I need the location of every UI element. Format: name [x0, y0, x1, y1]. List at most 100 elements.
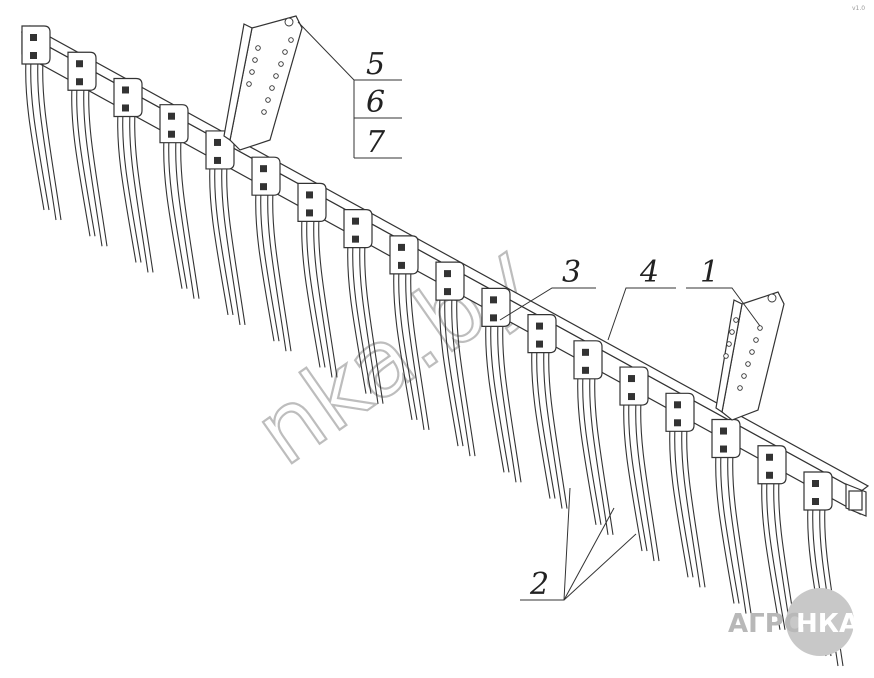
tine-edge: [88, 86, 108, 247]
callout-group-5-6-7: 5 6 7: [297, 21, 402, 160]
svg-text:3: 3: [562, 255, 581, 290]
tine-bracket: [619, 366, 649, 406]
bolt-nut: [76, 60, 83, 68]
tine-edge: [444, 296, 464, 447]
callout-6: 6: [366, 85, 385, 120]
bolt-nut: [168, 112, 175, 120]
tine-bracket: [159, 104, 189, 144]
tine-edge: [732, 453, 752, 614]
bolt-nut: [444, 288, 451, 296]
tine-edge: [674, 427, 694, 578]
bolt-nut: [582, 366, 589, 374]
tine-edge: [122, 112, 142, 263]
bolt-nut: [720, 427, 727, 435]
bolt-nut: [398, 243, 405, 251]
tine: [393, 269, 413, 420]
tine-edge: [548, 348, 568, 509]
tine-edge: [42, 59, 62, 221]
tine: [761, 479, 781, 630]
bolt-nut: [536, 340, 543, 348]
tine: [163, 138, 183, 289]
bolt-nut: [674, 419, 681, 427]
tine: [485, 322, 505, 473]
callout-2: 2: [520, 487, 637, 602]
tine-edge: [398, 269, 418, 420]
svg-text:1: 1: [700, 255, 719, 290]
tine-bracket: [803, 471, 833, 511]
tine-edge: [410, 269, 430, 430]
tine-edge: [214, 164, 234, 316]
tine-edge: [490, 322, 510, 473]
tine: [715, 453, 735, 604]
tine-edge: [766, 479, 786, 630]
tine: [531, 348, 551, 499]
tine: [439, 296, 459, 447]
tine-bracket: [21, 25, 51, 65]
tine: [623, 401, 643, 552]
bolt-nut: [812, 480, 819, 487]
callout-3: 3: [499, 255, 596, 321]
tine: [221, 164, 241, 326]
svg-text:4: 4: [639, 255, 659, 290]
tine-edge: [594, 374, 614, 535]
tine-edge: [536, 348, 556, 499]
bolt-nut: [214, 138, 221, 146]
tine: [405, 269, 425, 430]
tine-edge: [76, 86, 96, 237]
bolt-nut: [306, 209, 313, 217]
bolt-nut: [628, 393, 635, 401]
tine-edge: [272, 191, 292, 352]
bolt-nut: [122, 104, 129, 112]
bolt-nut: [628, 375, 635, 383]
tine-edge: [502, 322, 522, 483]
tine: [313, 217, 333, 378]
tine: [543, 348, 563, 509]
tine-edge: [628, 401, 648, 552]
tine-edge: [306, 217, 326, 368]
tine-bracket: [481, 287, 511, 327]
tine-edge: [226, 164, 246, 326]
bolt-nut: [720, 445, 727, 453]
tine-edge: [30, 59, 50, 211]
tine-bracket: [67, 51, 97, 91]
bolt-nut: [352, 217, 359, 225]
bolt-nut: [674, 401, 681, 409]
tine-bracket: [757, 445, 787, 485]
tine-edge: [456, 296, 476, 457]
callout-4: 4: [607, 255, 676, 341]
bolt-nut: [76, 78, 83, 86]
tine-edge: [582, 374, 602, 525]
callout-7: 7: [366, 125, 386, 160]
bolt-nut: [536, 322, 543, 330]
tine: [25, 59, 45, 211]
tine-bracket: [343, 209, 373, 249]
callout-5: 5: [366, 47, 385, 82]
tine-bracket: [297, 182, 327, 223]
brand-logo-right: НКА: [796, 609, 859, 639]
bolt-nut: [812, 498, 819, 505]
tine-bracket: [389, 235, 419, 275]
tine-bracket: [573, 340, 603, 380]
mounting-plate-right: [715, 291, 785, 421]
tine-edge: [260, 191, 280, 342]
tine: [129, 112, 149, 273]
bolt-nut: [122, 86, 129, 94]
callout-1: 1: [686, 255, 761, 327]
tine-bracket: [665, 392, 695, 432]
tine: [359, 243, 379, 404]
tine: [267, 191, 287, 352]
bolt-nut: [30, 34, 37, 41]
bolt-nut: [766, 453, 773, 461]
tine: [669, 427, 689, 578]
tine: [209, 164, 229, 316]
bolt-nut: [444, 270, 451, 278]
bolt-nut: [352, 235, 359, 243]
tine-edge: [352, 243, 372, 394]
tine: [451, 296, 471, 457]
tine: [301, 217, 321, 368]
tine-bracket: [711, 418, 741, 459]
brand-logo-left: АГРО: [728, 609, 806, 639]
tine-bracket: [527, 313, 557, 354]
corner-mark: v1.0: [852, 5, 865, 12]
tine: [577, 374, 597, 525]
